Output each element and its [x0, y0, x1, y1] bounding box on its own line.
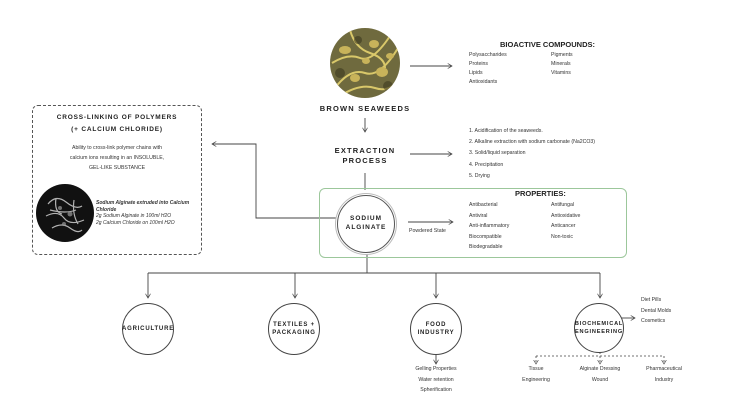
- caption-line1: 2g Sodium Alginate in 100ml H2O: [96, 213, 172, 219]
- list-item: Cosmetics: [641, 318, 666, 324]
- alginate-circle: [337, 195, 395, 253]
- crosslink-title: CROSS-LINKING OF POLYMERS (+ CALCIUM CHL…: [32, 112, 202, 136]
- list-item: Dental Molds: [641, 307, 672, 314]
- biochem-side-list: Diet Pills Dental Molds Cosmetics: [641, 295, 671, 327]
- crosslink-title-line1: CROSS-LINKING OF POLYMERS: [56, 114, 178, 121]
- list-item: Biodegradable: [469, 244, 503, 250]
- alginate-gel-photo: [36, 184, 94, 242]
- caption-line2: 2g Calcium Chloride on 100ml H2O: [96, 219, 175, 226]
- extraction-steps: 1. Acidification of the seaweeds. 2. Alk…: [469, 126, 595, 182]
- list-item: Pigments: [551, 52, 573, 58]
- extraction-title-line2: PROCESS: [342, 156, 388, 165]
- list-item: 1. Acidification of the seaweeds.: [469, 128, 543, 134]
- bioactive-col1: Polysaccharides Proteins Lipids Antioxid…: [469, 51, 507, 87]
- seaweed-image: [330, 28, 400, 98]
- list-item: 5. Drying: [469, 172, 490, 179]
- seaweed-photo: [330, 28, 400, 98]
- agriculture-label: AGRICULTURE: [121, 326, 175, 332]
- tissue-line1: Tissue: [528, 366, 544, 372]
- extraction-title-line1: EXTRACTION: [334, 146, 396, 155]
- bioactive-col2: Pigments Minerals Vitamins: [551, 51, 573, 78]
- crosslink-caption: Sodium Alginate extruded into Calcium Ch…: [96, 200, 202, 226]
- list-item: Gelling Properties: [415, 366, 457, 372]
- crosslink-title-line2: (+ CALCIUM CHLORIDE): [71, 126, 163, 133]
- arrow-alginate-crosslink: [212, 144, 337, 219]
- list-item: 4. Precipitation: [469, 161, 504, 168]
- biochem-circle: BIOCHEMICAL ENGINEERING: [574, 303, 624, 353]
- list-item: 3. Solid/liquid separation: [469, 150, 526, 157]
- list-item: Anticancer: [551, 223, 576, 229]
- list-item: Antibacterial: [469, 202, 498, 208]
- list-item: Minerals: [551, 61, 571, 67]
- caption-title-line1: Sodium Alginate extruded into Calcium: [96, 200, 190, 206]
- crosslink-desc-line3: GEL-LIKE SUBSTANCE: [88, 165, 146, 171]
- list-item: Biocompatible: [469, 233, 502, 240]
- properties-col2: Antifungal Antioxidative Anticancer Non-…: [551, 200, 580, 242]
- bioactive-title: BIOACTIVE COMPOUNDS:: [500, 40, 596, 49]
- alginate-label: SODIUM ALGINATE: [337, 214, 395, 232]
- biochem-label-line2: ENGINEERING: [575, 329, 623, 335]
- properties-col1: Antibacterial Antiviral Anti-inflammator…: [469, 200, 509, 253]
- alginate-label-line2: ALGINATE: [345, 224, 387, 231]
- list-item: Vitamins: [551, 70, 571, 76]
- crosslink-desc-line1: Ability to cross-link polymer chains wit…: [72, 145, 162, 151]
- list-item: Polysaccharides: [469, 52, 507, 58]
- alginate-label-line1: SODIUM: [350, 215, 382, 222]
- list-item: Antioxidative: [551, 212, 581, 219]
- pharmaceutical-industry: Pharmaceutical Industry: [632, 364, 696, 385]
- textiles-circle: TEXTILES + PACKAGING: [268, 303, 320, 355]
- food-label-line1: FOOD: [425, 322, 447, 328]
- powdered-state: Powdered State: [409, 228, 446, 234]
- properties-box: [319, 188, 627, 258]
- pharma-line1: Pharmaceutical: [646, 366, 682, 372]
- dressing-line2: Wound: [591, 376, 609, 383]
- food-circle: FOOD INDUSTRY: [410, 303, 462, 355]
- list-item: 2. Alkaline extraction with sodium carbo…: [469, 139, 596, 146]
- list-item: Water retention: [418, 376, 454, 383]
- crosslink-desc-line2: calcium ions resulting in an INSOLUBLE,: [69, 155, 165, 161]
- list-item: Anti-inflammatory: [469, 223, 510, 229]
- extraction-title: EXTRACTION PROCESS: [310, 146, 420, 166]
- dressing-line1: Alginate Dressing: [579, 366, 621, 372]
- list-item: Antiviral: [469, 212, 488, 219]
- pharma-line2: Industry: [654, 376, 674, 383]
- properties-title: PROPERTIES:: [515, 189, 566, 198]
- list-item: Antifungal: [551, 202, 575, 208]
- crosslink-desc: Ability to cross-link polymer chains wit…: [32, 143, 202, 173]
- caption-title-line2: Chloride: [96, 206, 117, 213]
- list-item: Diet Pills: [641, 297, 662, 303]
- textiles-label-line2: PACKAGING: [272, 330, 316, 336]
- list-item: Lipids: [469, 70, 483, 76]
- tissue-line2: Engineering: [522, 376, 550, 383]
- list-item: Non-toxic: [551, 233, 573, 240]
- alginate-dressing: Alginate Dressing Wound: [566, 364, 634, 385]
- tissue-engineering: Tissue Engineering: [506, 364, 566, 385]
- biochem-label-line1: BIOCHEMICAL: [574, 321, 624, 327]
- list-item: Antioxidants: [469, 79, 498, 85]
- list-item: Spherification: [420, 387, 452, 393]
- list-item: Proteins: [469, 61, 489, 67]
- food-items: Gelling Properties Water retention Spher…: [396, 364, 476, 396]
- food-label-line2: INDUSTRY: [417, 330, 455, 336]
- crosslink-box: [32, 105, 202, 255]
- seaweed-label: BROWN SEAWEEDS: [319, 104, 411, 113]
- textiles-label-line1: TEXTILES +: [273, 322, 315, 328]
- alginate-gel-image: [36, 184, 94, 242]
- agriculture-circle: AGRICULTURE: [122, 303, 174, 355]
